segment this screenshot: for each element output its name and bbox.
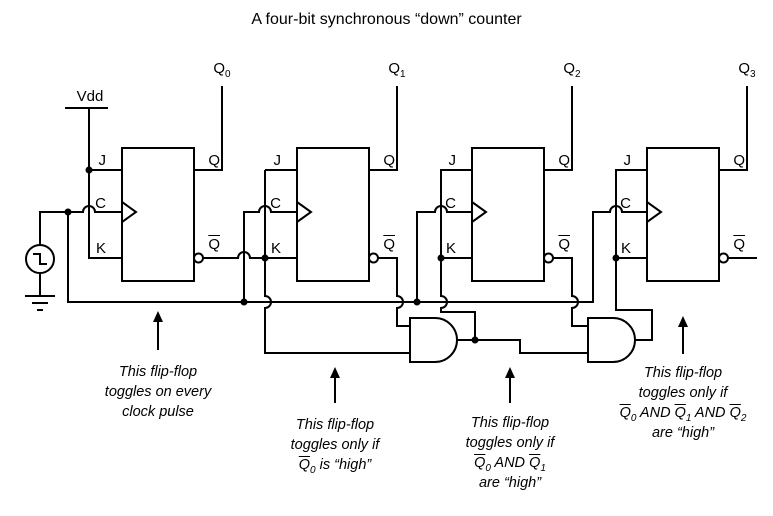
annotation-arrows: [153, 311, 688, 403]
q3-wire: [719, 86, 748, 171]
ff3-c-label: C: [445, 195, 456, 212]
clock-triangle-icon: [646, 201, 663, 223]
vdd-label: Vdd: [76, 88, 104, 105]
ff2-k-label: K: [270, 240, 281, 257]
q3-output-label: Q3: [738, 60, 756, 80]
clock-triangle-icon: [121, 201, 138, 223]
qbar-nets: [203, 169, 757, 354]
and-gate-1: [409, 317, 458, 363]
q0-output-label: Q0: [213, 60, 231, 80]
ff1-qbar-label: Q: [208, 236, 220, 253]
and2-output-net: [615, 169, 653, 341]
bubble-icon: [368, 252, 379, 264]
ff3-j-label: J: [448, 152, 457, 169]
annotation-arrow-2: [330, 367, 340, 403]
ff1-c-label: C: [95, 195, 106, 212]
bubble-icon: [543, 252, 554, 264]
ff2-q-label: Q: [383, 152, 395, 169]
annotation-arrow-1: [153, 311, 163, 350]
flipflop-boxes: [121, 147, 720, 282]
clock-source: [25, 244, 55, 296]
ff1-q-label: Q: [208, 152, 220, 169]
bubble-icon: [718, 252, 729, 264]
bubble-icon: [193, 252, 204, 264]
ff2-j-label: J: [273, 152, 282, 169]
ff4-c-label: C: [620, 195, 631, 212]
q0-wire: [194, 86, 223, 171]
q2-wire: [544, 86, 573, 171]
ff2-c-label: C: [270, 195, 281, 212]
ff4-k-label: K: [620, 240, 631, 257]
vdd-rail: [65, 107, 122, 259]
junction-dots: [64, 166, 620, 344]
ff3-k-label: K: [445, 240, 456, 257]
ff4-qbar-label: Q: [733, 236, 745, 253]
clock-triangle-icon: [296, 201, 313, 223]
ff3-qbar-label: Q: [558, 236, 570, 253]
diagram-title: A four-bit synchronous “down” counter: [251, 11, 522, 28]
annotation-arrow-3: [505, 367, 515, 403]
clock-triangle-icon: [471, 201, 488, 223]
ff3-q-label: Q: [558, 152, 570, 169]
ff4-q-label: Q: [733, 152, 745, 169]
qbar-bubbles: [193, 252, 729, 264]
and1-output-net: [440, 169, 588, 354]
square-wave-icon: [33, 253, 47, 265]
annotation-arrow-4: [678, 316, 688, 354]
ff1-k-label: K: [95, 240, 106, 257]
and-gate-2: [587, 317, 636, 363]
q-output-wires: [194, 86, 748, 171]
ff2-qbar-label: Q: [383, 236, 395, 253]
ff1-j-label: J: [98, 152, 107, 169]
q1-wire: [369, 86, 398, 171]
ground-symbol: [25, 295, 55, 311]
q2-output-label: Q2: [563, 60, 581, 80]
clock-edge-triangles: [121, 201, 663, 223]
ff4-j-label: J: [623, 152, 632, 169]
q1-output-label: Q1: [388, 60, 406, 80]
